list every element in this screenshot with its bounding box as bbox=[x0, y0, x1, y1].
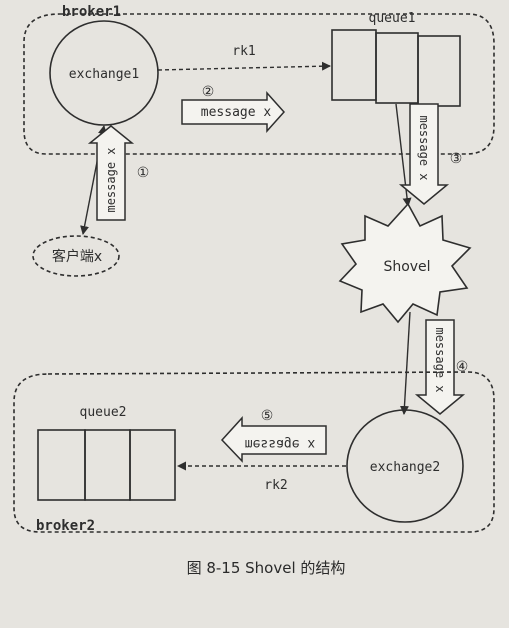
queue2-label: queue2 bbox=[80, 405, 127, 420]
message-arrow-step2: message x bbox=[181, 91, 286, 133]
broker1-label: broker1 bbox=[62, 4, 121, 20]
svg-text:message x: message x bbox=[104, 147, 118, 212]
message-arrow-step1: message x bbox=[87, 125, 135, 221]
exchange1-node bbox=[49, 20, 159, 126]
queue1-label: queue1 bbox=[369, 11, 416, 26]
step4-marker: ④ bbox=[456, 359, 469, 375]
svg-text:message x: message x bbox=[245, 436, 316, 451]
svg-text:message x: message x bbox=[417, 115, 431, 180]
queue2-node bbox=[37, 429, 176, 501]
shovel-to-exchange2-arrow bbox=[399, 311, 411, 415]
rk1-binding-arrow bbox=[157, 61, 331, 71]
broker1-boundary bbox=[23, 13, 495, 155]
svg-text:message x: message x bbox=[433, 327, 447, 392]
exchange1-label: exchange1 bbox=[69, 67, 139, 82]
rk1-label: rk1 bbox=[232, 44, 255, 59]
step2-marker: ② bbox=[202, 84, 215, 100]
svg-text:message x: message x bbox=[201, 105, 272, 120]
client-x-node bbox=[32, 235, 120, 277]
shovel-label: Shovel bbox=[383, 259, 430, 275]
figure-caption: 图 8-15 Shovel 的结构 bbox=[187, 559, 346, 577]
exchange2-node bbox=[346, 409, 464, 523]
message-arrow-step4: message x bbox=[414, 319, 466, 415]
message-arrow-step3: message x bbox=[398, 103, 450, 205]
exchange2-label: exchange2 bbox=[370, 460, 440, 475]
queue1-to-shovel-arrow bbox=[395, 103, 412, 207]
step3-marker: ③ bbox=[450, 151, 463, 167]
message-arrow-step5: message x bbox=[220, 416, 327, 463]
shovel-node bbox=[338, 202, 472, 324]
step1-marker: ① bbox=[137, 165, 150, 181]
step5-marker: ⑤ bbox=[261, 408, 274, 424]
broker2-label: broker2 bbox=[36, 518, 95, 534]
client-x-label: 客户端x bbox=[52, 248, 102, 265]
broker2-boundary bbox=[13, 371, 495, 533]
rk2-label: rk2 bbox=[264, 478, 287, 493]
queue1-node bbox=[331, 29, 461, 107]
